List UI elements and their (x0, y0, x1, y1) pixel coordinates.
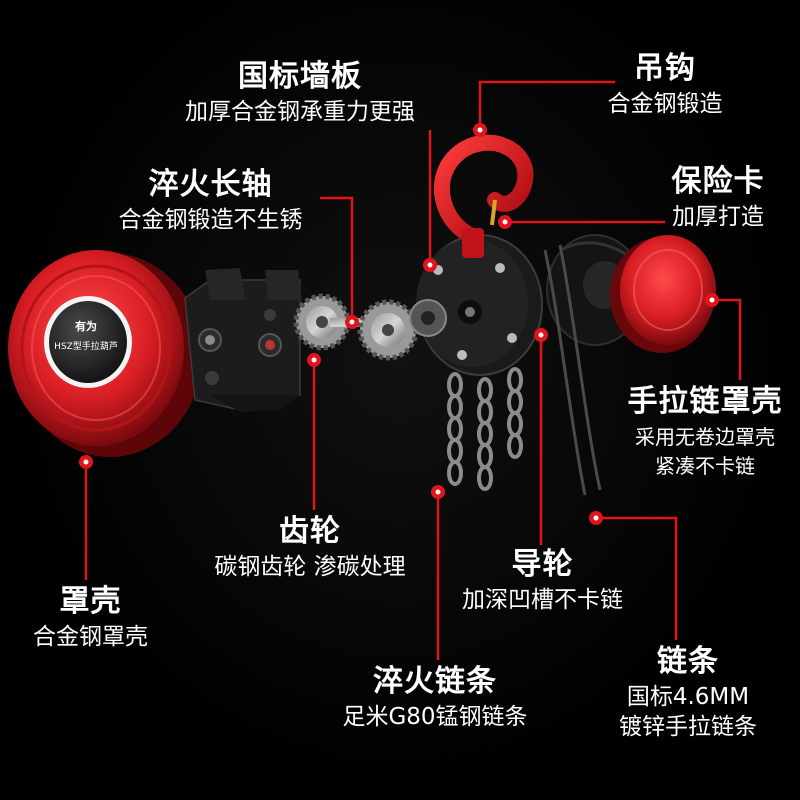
callout-title: 罩壳 (59, 584, 122, 619)
hand-chain (543, 244, 602, 496)
callout-subtitle: 镀锌手拉链条 (619, 713, 757, 740)
callout-subtitle: 合金钢锻造不生锈 (118, 206, 303, 233)
callout-hook: 吊钩 合金钢锻造 (575, 51, 755, 117)
callout-dot (534, 328, 548, 342)
callout-dot (423, 258, 437, 272)
callout-hand-chain-cover: 手拉链罩壳 采用无卷边罩壳 紧凑不卡链 (620, 384, 790, 478)
callout-dot (498, 215, 512, 229)
callout-dot (431, 485, 445, 499)
callout-wall-plate: 国标墙板 加厚合金钢承重力更强 (150, 59, 450, 125)
callout-cover: 罩壳 合金钢罩壳 (8, 584, 173, 650)
callout-title: 齿轮 (279, 514, 341, 549)
callout-dot (705, 293, 719, 307)
callout-subtitle: 加厚合金钢承重力更强 (185, 98, 415, 125)
callout-gear: 齿轮 碳钢齿轮 渗碳处理 (185, 514, 435, 580)
callout-title: 吊钩 (634, 51, 696, 86)
callout-title: 手拉链罩壳 (627, 384, 783, 419)
cover-badge-line1: 有为 (75, 319, 97, 333)
callout-subtitle: 合金钢罩壳 (33, 623, 148, 650)
side-frame (184, 268, 302, 412)
callout-subtitle: 碳钢齿轮 渗碳处理 (214, 553, 406, 580)
safety-latch (490, 199, 497, 226)
ratchet-wheel (409, 299, 447, 337)
callout-subtitle: 足米G80锰钢链条 (342, 703, 528, 730)
callout-title: 导轮 (511, 547, 574, 582)
callout-title: 淬火链条 (373, 664, 497, 699)
callout-lines (84, 80, 742, 660)
callout-title: 淬火长轴 (148, 167, 273, 202)
callout-subtitle: 合金钢锻造 (607, 90, 723, 117)
callout-safety-latch: 保险卡 加厚打造 (648, 164, 788, 230)
hand-chain-cover (610, 235, 716, 353)
callout-subtitle: 国标4.6MM (626, 683, 750, 710)
callout-subtitle: 紧凑不卡链 (655, 453, 755, 478)
callout-chain: 链条 国标4.6MM 镀锌手拉链条 (598, 644, 778, 740)
callout-subtitle: 采用无卷边罩壳 (635, 424, 775, 449)
callout-title: 保险卡 (671, 164, 765, 199)
load-chain (447, 367, 523, 491)
callout-dots (79, 123, 719, 525)
callout-title: 链条 (657, 644, 719, 679)
cover-badge-line2: HSZ型手拉葫芦 (54, 340, 118, 352)
callout-dot (79, 455, 93, 469)
red-cover: 有为 HSZ型手拉葫芦 (8, 250, 202, 457)
callout-load-chain: 淬火链条 足米G80锰钢链条 (320, 664, 550, 730)
callout-subtitle: 加深凹槽不卡链 (462, 586, 623, 613)
callout-dot (473, 123, 487, 137)
callout-subtitle: 加厚打造 (672, 203, 764, 230)
callout-dot (345, 315, 359, 329)
callout-guide-wheel: 导轮 加深凹槽不卡链 (445, 547, 640, 613)
callout-quench-shaft: 淬火长轴 合金钢锻造不生锈 (88, 167, 333, 233)
hook (434, 134, 534, 258)
gear-right (357, 299, 419, 361)
callout-dot (589, 511, 603, 525)
main-body (409, 234, 543, 376)
callout-dot (307, 353, 321, 367)
callout-title: 国标墙板 (238, 59, 362, 94)
